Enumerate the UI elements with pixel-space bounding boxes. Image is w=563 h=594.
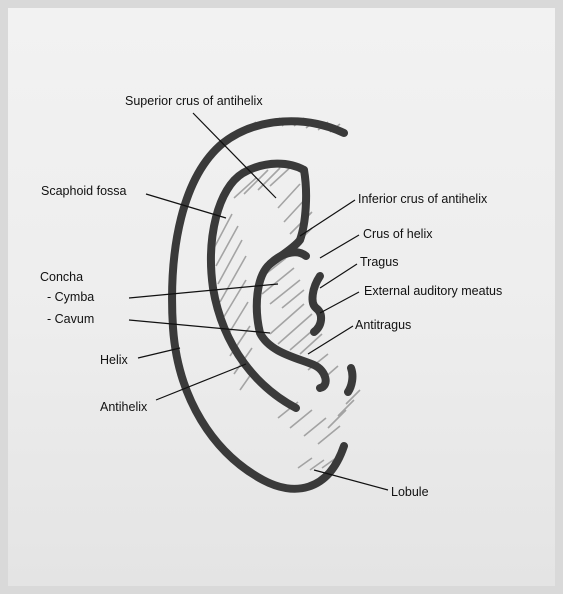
antitragus-rim [348,368,352,392]
label-antihelix: Antihelix [100,400,147,414]
label-superior-crus: Superior crus of antihelix [125,94,263,108]
label-external-auditory-meatus: External auditory meatus [364,284,502,298]
label-concha: Concha [40,270,83,284]
label-tragus: Tragus [360,255,398,269]
label-scaphoid-fossa: Scaphoid fossa [41,184,126,198]
shading [210,118,360,470]
leader-external-auditory-meatus [320,292,359,313]
tragus-rim [313,276,322,332]
leader-crus-of-helix [320,235,359,258]
label-cymba: - Cymba [47,290,94,304]
label-antitragus: Antitragus [355,318,411,332]
paper-background: Superior crus of antihelix Scaphoid foss… [8,8,555,586]
label-cavum: - Cavum [47,312,94,326]
label-inferior-crus: Inferior crus of antihelix [358,192,487,206]
leader-tragus [320,264,357,288]
label-crus-of-helix: Crus of helix [363,227,432,241]
label-helix: Helix [100,353,128,367]
leader-antihelix [156,364,246,400]
crus-of-helix-curve [270,252,306,264]
label-lobule: Lobule [391,485,429,499]
